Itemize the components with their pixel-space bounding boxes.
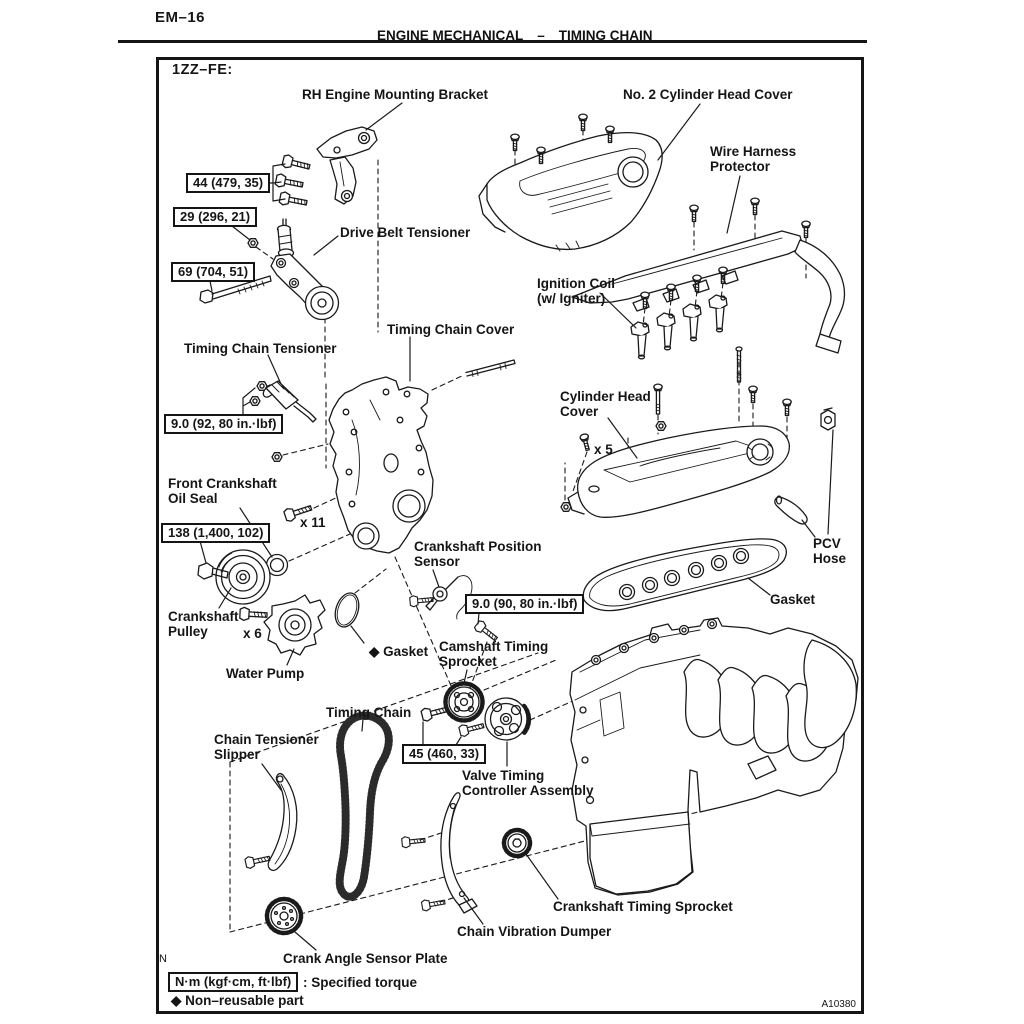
torque-box-bracket-bolts: 44 (479, 35)	[186, 173, 271, 193]
engine-variant-label: 1ZZ–FE:	[172, 62, 233, 78]
label-crankshaft-position-sensor: Crankshaft Position Sensor	[414, 539, 542, 570]
timing-chain-drawing	[335, 711, 393, 901]
label-drive-belt-tensioner: Drive Belt Tensioner	[340, 225, 471, 240]
label-front-crankshaft-oil-seal: Front Crankshaft Oil Seal	[168, 476, 277, 507]
label-cylinder-head-cover: Cylinder Head Cover	[560, 389, 651, 420]
label-no2-cylinder-head-cover: No. 2 Cylinder Head Cover	[623, 87, 793, 102]
label-rh-engine-mounting-bracket: RH Engine Mounting Bracket	[302, 87, 489, 102]
label-crankshaft-pulley: Crankshaft Pulley	[168, 609, 239, 640]
page-header: ENGINE MECHANICAL–TIMING CHAIN	[377, 28, 653, 43]
drive-belt-tensioner-drawing	[199, 218, 340, 321]
engine-block-assembly-drawing	[569, 617, 859, 896]
label-timing-chain: Timing Chain	[326, 705, 412, 720]
pulley-bolt	[197, 562, 229, 580]
cover-stud-bolt	[465, 359, 516, 377]
head-cover-gasket-drawing	[582, 538, 787, 612]
pcv-hose-drawing	[774, 495, 808, 525]
head-stud-bolt	[735, 346, 743, 383]
camshaft-timing-sprocket-drawing	[443, 681, 485, 723]
legend-non-reusable-note: ◆ Non–reusable part	[171, 993, 304, 1008]
o-ring-gasket-drawing	[334, 592, 360, 628]
header-section: ENGINE MECHANICAL	[377, 28, 524, 43]
torque-box-tensioner-bolt: 69 (704, 51)	[171, 262, 256, 282]
timing-chain-tensioner-drawing	[249, 380, 317, 423]
pcv-valve-drawing	[820, 407, 836, 431]
rh-engine-mounting-bracket-drawing	[274, 126, 378, 210]
figure-id: A10380	[821, 999, 856, 1010]
torque-box-position-sensor-bolt: 9.0 (90, 80 in.·lbf)	[465, 594, 585, 614]
exploded-diagram	[197, 102, 859, 951]
torque-box-camshaft-sprocket-bolts: 45 (460, 33)	[402, 744, 487, 764]
label-pcv-hose: PCV Hose	[813, 536, 847, 567]
page-code: EM–16	[155, 9, 206, 26]
label-valve-timing-controller: Valve Timing Controller Assembly	[462, 768, 594, 799]
crank-angle-sensor-plate-drawing	[264, 896, 304, 936]
label-water-pump: Water Pump	[226, 666, 305, 681]
water-pump-drawing	[239, 594, 326, 656]
label-crank-angle-sensor-plate: Crank Angle Sensor Plate	[283, 951, 448, 966]
label-qty-x5: x 5	[594, 442, 613, 457]
legend-torque-unit-box: N·m (kgf·cm, ft·lbf)	[168, 972, 299, 992]
label-ignition-coil: Ignition Coil (w/ Igniter)	[537, 276, 615, 307]
label-timing-chain-cover: Timing Chain Cover	[387, 322, 515, 337]
label-gasket: Gasket	[770, 592, 816, 607]
label-wire-harness-protector: Wire Harness Protector	[710, 144, 797, 175]
valve-timing-controller-drawing	[484, 697, 532, 741]
ignition-coils-drawing	[630, 266, 743, 383]
label-chain-vibration-dumper: Chain Vibration Dumper	[457, 924, 612, 939]
legend-torque-note: : Specified torque	[303, 975, 418, 990]
chain-vibration-dumper-drawing	[400, 792, 478, 914]
corner-mark: N	[159, 953, 167, 965]
header-dash: –	[537, 28, 545, 43]
label-crankshaft-timing-sprocket: Crankshaft Timing Sprocket	[553, 899, 733, 914]
torque-box-crankshaft-pulley-bolt: 138 (1,400, 102)	[161, 523, 271, 543]
label-qty-x6: x 6	[243, 626, 262, 641]
no2-cylinder-head-cover-drawing	[478, 113, 663, 252]
label-timing-chain-tensioner: Timing Chain Tensioner	[184, 341, 337, 356]
label-chain-tensioner-slipper: Chain Tensioner Slipper	[214, 732, 319, 763]
label-qty-x11: x 11	[300, 515, 326, 530]
crankshaft-timing-sprocket-drawing	[501, 827, 533, 859]
label-o-ring-gasket: ◆ Gasket	[369, 644, 429, 659]
crankshaft-pulley-drawing	[197, 549, 271, 605]
timing-chain-cover-drawing	[271, 359, 516, 554]
torque-box-chain-tensioner-nuts: 9.0 (92, 80 in.·lbf)	[164, 414, 284, 434]
label-camshaft-timing-sprocket: Camshaft Timing Sprocket	[439, 639, 549, 670]
torque-box-tensioner-nut: 29 (296, 21)	[173, 207, 258, 227]
chain-tensioner-slipper-drawing	[244, 772, 298, 872]
header-rule	[118, 40, 867, 43]
header-topic: TIMING CHAIN	[558, 28, 653, 43]
